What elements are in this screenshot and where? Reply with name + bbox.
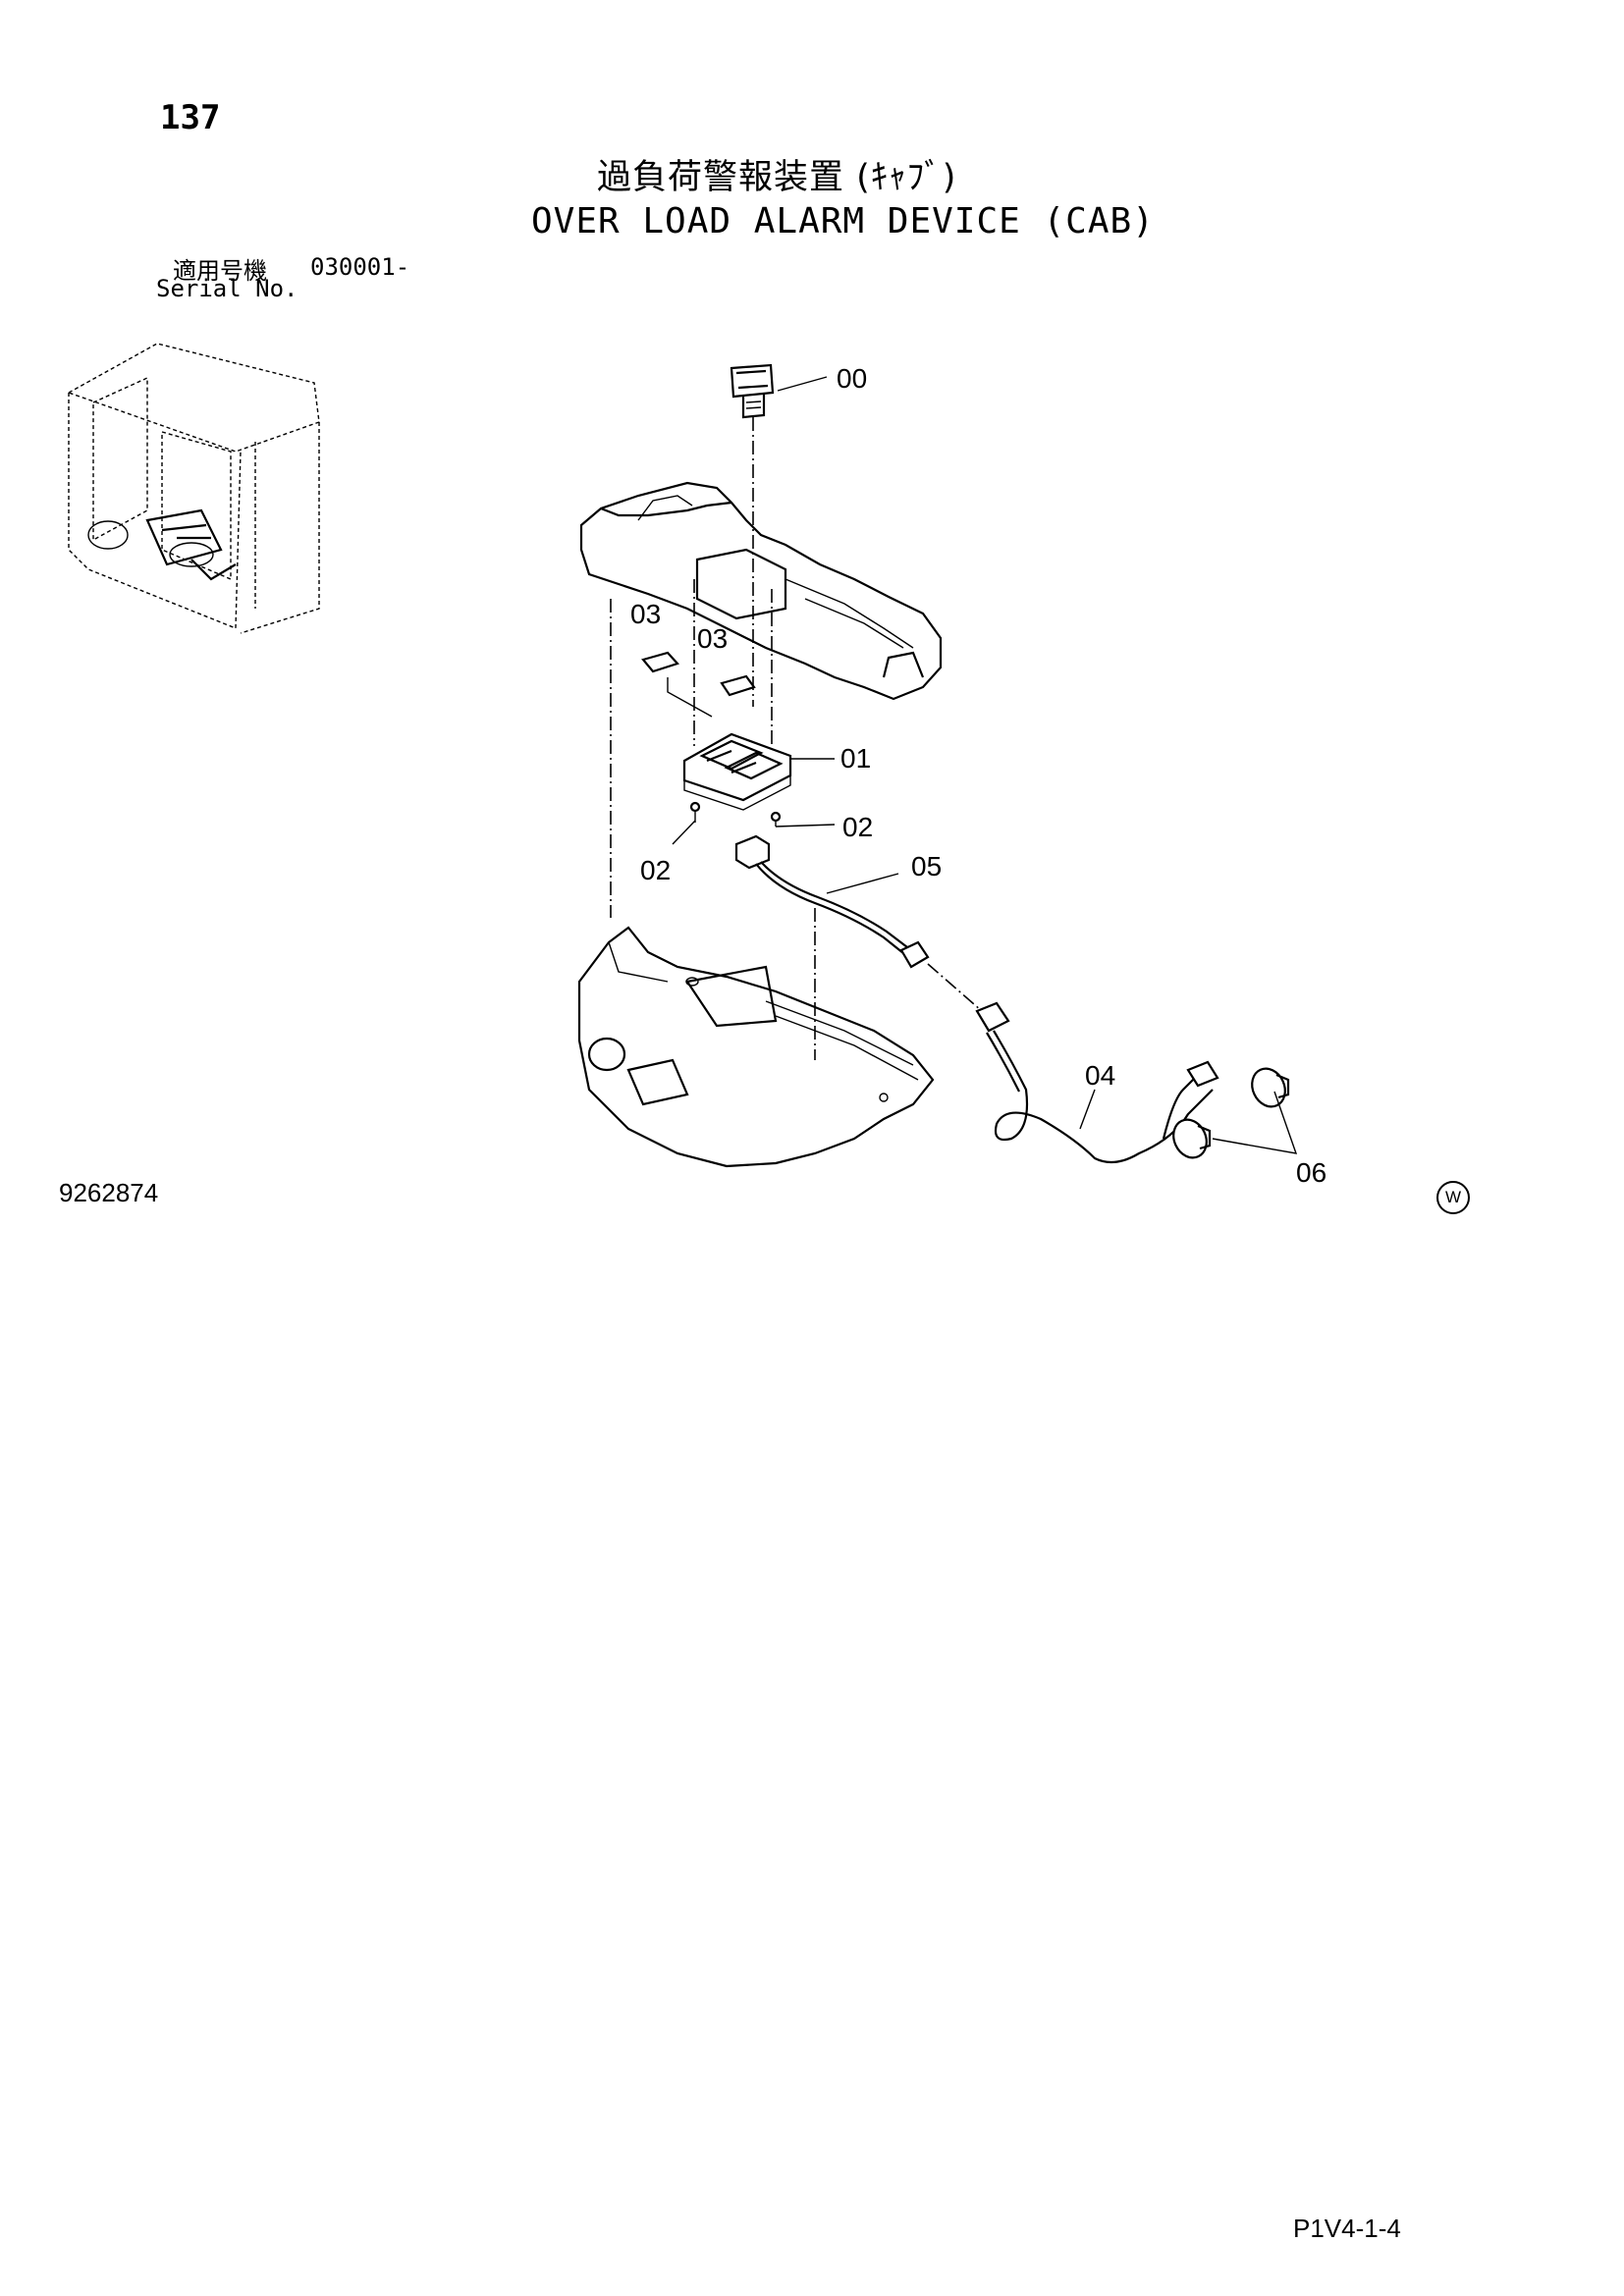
title-japanese: 過負荷警報装置 (ｷｬﾌﾞ) <box>597 158 957 197</box>
part-02-screws <box>689 801 782 827</box>
callout-01: 01 <box>840 743 871 774</box>
drawing-number: 9262874 <box>59 1178 159 1207</box>
part-05-harness <box>734 834 930 969</box>
serial-range: 030001- <box>310 253 410 281</box>
callout-03-right: 03 <box>697 623 728 654</box>
cab-locator-illustration <box>67 343 320 634</box>
callout-05: 05 <box>911 851 942 881</box>
page-number: 137 <box>160 98 221 137</box>
part-01-switch-panel <box>682 732 792 811</box>
callout-03-left: 03 <box>630 599 661 629</box>
callout-04: 04 <box>1085 1060 1115 1091</box>
revision-mark: W <box>1436 1181 1470 1214</box>
leader-lines <box>672 376 1298 1154</box>
console-upper-cover <box>579 481 943 701</box>
callout-06: 06 <box>1296 1157 1326 1188</box>
part-04-harness <box>927 963 1219 1164</box>
part-03-labels <box>641 651 756 718</box>
console-lower-cover <box>577 926 935 1168</box>
title-english: OVER LOAD ALARM DEVICE (CAB) <box>531 201 1155 241</box>
callout-02-left: 02 <box>640 855 671 885</box>
callout-00: 00 <box>837 363 867 394</box>
callout-02-right: 02 <box>842 812 873 842</box>
serial-label-japanese: 適用号機 <box>173 257 267 285</box>
page-reference: P1V4-1-4 <box>1293 2214 1401 2243</box>
part-06-clips <box>1172 1067 1290 1159</box>
part-00-switch <box>730 363 775 419</box>
serial-label-english: Serial No. <box>156 275 298 302</box>
